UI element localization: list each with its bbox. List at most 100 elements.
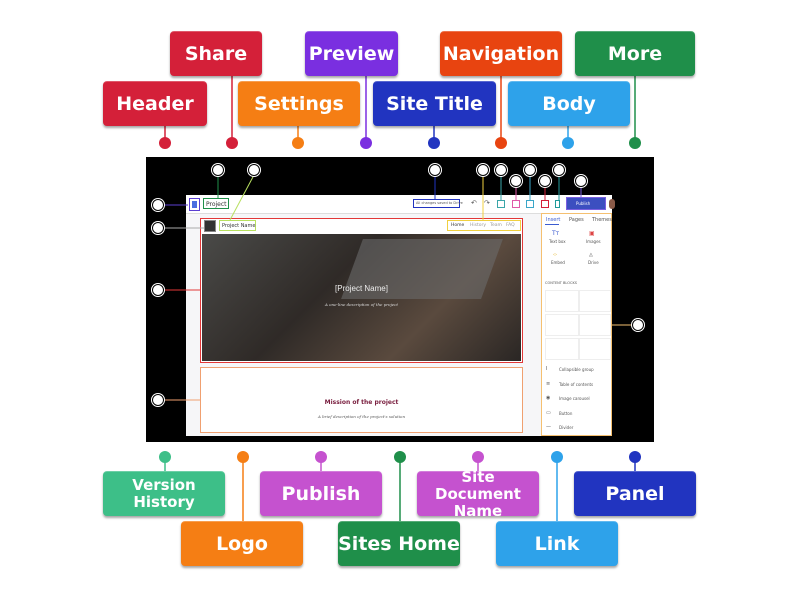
label-navigation: Navigation [440, 31, 562, 76]
site-document-name[interactable]: Project [203, 198, 229, 209]
editor-header [186, 195, 612, 214]
site-title[interactable]: Project Name [219, 220, 256, 231]
embed-icon: ‹› [553, 252, 557, 258]
avatar[interactable] [609, 199, 615, 209]
label-header: Header [103, 81, 207, 126]
tile-text-box[interactable]: Text box [549, 239, 566, 244]
pin-navigation [495, 137, 507, 149]
share-icon[interactable] [526, 200, 534, 208]
tile-embed[interactable]: Embed [551, 260, 565, 265]
publish-button[interactable]: Publish [566, 197, 606, 210]
marker [575, 175, 587, 187]
more-icon[interactable] [555, 200, 560, 208]
label-settings: Settings [238, 81, 360, 126]
pin-version-history [159, 451, 171, 463]
pin-link [551, 451, 563, 463]
label-site-title: Site Title [373, 81, 496, 126]
side-panel: Insert Pages Themes Tт Text box ▣ Images… [541, 213, 612, 436]
layout-block[interactable] [579, 338, 611, 360]
marker [152, 199, 164, 211]
item-image-carousel[interactable]: Image carousel [559, 396, 590, 401]
layout-block[interactable] [545, 290, 579, 312]
marker [539, 175, 551, 187]
marker [495, 164, 507, 176]
pin-settings [292, 137, 304, 149]
site-navigation: Home History Team FAQ [447, 220, 521, 231]
layout-block[interactable] [545, 338, 579, 360]
tab-pages[interactable]: Pages [569, 217, 584, 223]
nav-home[interactable]: Home [451, 223, 465, 228]
mission-text: A brief description of the project's sol… [317, 414, 406, 419]
redo-icon[interactable]: ↷ [484, 199, 490, 207]
publish-text: Publish [576, 201, 591, 206]
label-share: Share [170, 31, 262, 76]
hero-image: [Project Name] A one-line description of… [202, 234, 521, 361]
label-preview: Preview [305, 31, 398, 76]
nav-team[interactable]: Team [490, 223, 502, 228]
mission-title: Mission of the project [324, 399, 399, 406]
label-logo: Logo [181, 521, 303, 566]
marker [429, 164, 441, 176]
save-status: All changes saved to Drive [413, 199, 463, 208]
label-link: Link [496, 521, 618, 566]
tab-themes[interactable]: Themes [592, 217, 612, 223]
pin-preview [360, 137, 372, 149]
hero-title: [Project Name] [335, 284, 388, 293]
preview-icon[interactable] [497, 200, 505, 208]
pin-site-document-name [472, 451, 484, 463]
pin-more [629, 137, 641, 149]
label-site-document-name: Site Document Name [417, 468, 539, 519]
label-version-history: Version History [103, 471, 225, 516]
pin-site-title [428, 137, 440, 149]
nav-faq[interactable]: FAQ [506, 223, 515, 228]
undo-icon[interactable]: ↶ [471, 199, 477, 207]
content-blocks-heading[interactable]: CONTENT BLOCKS [545, 281, 577, 285]
tile-drive[interactable]: Drive [588, 260, 599, 265]
marker [553, 164, 565, 176]
label-body: Body [508, 81, 630, 126]
item-table-of-contents[interactable]: Table of contents [559, 382, 594, 387]
marker [477, 164, 489, 176]
nav-history[interactable]: History [470, 223, 487, 228]
save-status-text: All changes saved to Drive [416, 201, 463, 205]
images-icon: ▣ [589, 230, 595, 237]
marker [152, 222, 164, 234]
item-divider[interactable]: Divider [559, 425, 574, 430]
pin-panel [629, 451, 641, 463]
layout-block[interactable] [579, 290, 611, 312]
text-box-icon: Tт [552, 230, 560, 237]
settings-icon[interactable] [541, 200, 549, 208]
layout-block[interactable] [579, 314, 611, 336]
marker [632, 319, 644, 331]
label-more: More [575, 31, 695, 76]
label-sites-home: Sites Home [338, 521, 460, 566]
layout-block[interactable] [545, 314, 579, 336]
marker [510, 175, 522, 187]
sites-home-button[interactable] [189, 198, 200, 211]
collapsible-icon: I [546, 366, 548, 372]
link-icon[interactable] [512, 200, 520, 208]
pin-header [159, 137, 171, 149]
pin-body [562, 137, 574, 149]
item-button[interactable]: Button [559, 411, 573, 416]
pin-logo [237, 451, 249, 463]
marker [524, 164, 536, 176]
button-icon: ▭ [546, 410, 551, 416]
marker [248, 164, 260, 176]
tile-images[interactable]: Images [586, 239, 601, 244]
tab-insert[interactable]: Insert [546, 217, 561, 223]
marker [212, 164, 224, 176]
item-collapsible-group[interactable]: Collapsible group [559, 367, 594, 372]
carousel-icon: ◉ [546, 395, 551, 401]
label-publish: Publish [260, 471, 382, 516]
marker [152, 394, 164, 406]
hero-subtitle: A one-line description of the project [324, 302, 399, 307]
pin-sites-home [394, 451, 406, 463]
pin-publish [315, 451, 327, 463]
body-section[interactable]: Mission of the project A brief descripti… [200, 367, 523, 433]
toc-icon: ≡ [546, 381, 551, 387]
site-logo[interactable] [204, 220, 216, 232]
pin-share [226, 137, 238, 149]
site-title-text: Project Name [222, 223, 256, 229]
